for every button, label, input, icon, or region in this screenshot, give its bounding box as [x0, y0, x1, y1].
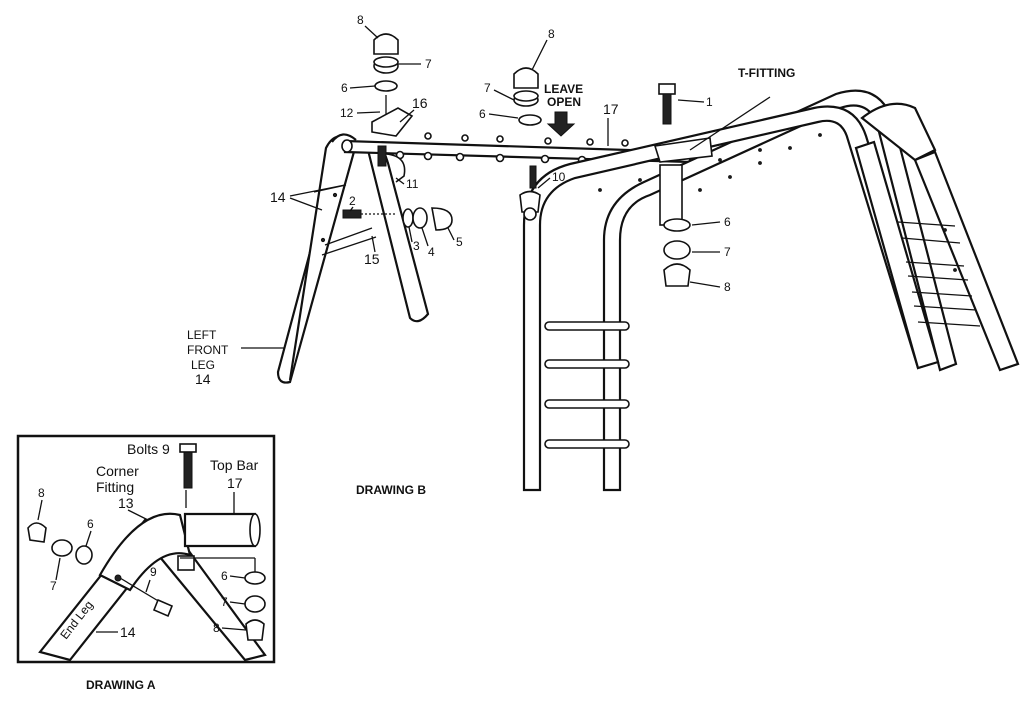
drawing-a-title: DRAWING A — [86, 678, 156, 692]
callout-11: 11 — [406, 177, 419, 191]
top-bar-label: Top Bar — [210, 457, 259, 473]
callout-16: 16 — [412, 95, 428, 111]
t-fitting-label: T-FITTING — [738, 66, 795, 80]
callout-a-9: 9 — [150, 565, 157, 579]
callout-8: 8 — [357, 13, 364, 27]
callout-a-6: 6 — [87, 517, 94, 531]
callout-6: 6 — [341, 81, 348, 95]
callout-6-right: 6 — [724, 215, 731, 229]
callout-12: 12 — [340, 106, 354, 120]
bolts-label: Bolts 9 — [127, 441, 170, 457]
callout-a-8: 8 — [38, 486, 45, 500]
callout-a-6-right: 6 — [221, 569, 228, 583]
right-fasteners — [658, 83, 691, 287]
callout-5: 5 — [456, 235, 463, 249]
drawing-b-callouts: 8 7 6 12 16 11 14 2 3 4 5 15 8 — [187, 13, 795, 497]
corner-fitting-number: 13 — [118, 495, 134, 511]
callout-10: 10 — [552, 170, 566, 184]
left-front-leg-line-4: 14 — [195, 371, 211, 387]
leave-open-label-2: OPEN — [547, 95, 581, 109]
t-fitting — [653, 96, 771, 226]
callout-a-7: 7 — [50, 579, 57, 593]
left-front-leg-line-1: LEFT — [187, 328, 217, 342]
middle-fasteners — [513, 67, 576, 221]
callout-15: 15 — [364, 251, 380, 267]
bolt-9-side — [114, 574, 174, 618]
left-front-leg-line-2: FRONT — [187, 343, 229, 357]
callout-a-14: 14 — [120, 624, 136, 640]
callout-8-right: 8 — [724, 280, 731, 294]
callout-2: 2 — [349, 194, 356, 208]
callout-8-middle: 8 — [548, 27, 555, 41]
callout-17: 17 — [603, 101, 619, 117]
frame-bolt-holes — [598, 133, 957, 272]
callout-a-7-right: 7 — [221, 595, 228, 609]
callout-1: 1 — [706, 95, 713, 109]
callout-14: 14 — [270, 189, 286, 205]
left-a-frame — [276, 133, 430, 384]
right-ladder-frame — [522, 89, 1020, 492]
corner-fitting-label-1: Corner — [96, 463, 139, 479]
callout-3: 3 — [413, 239, 420, 253]
corner-fitting-label-2: Fitting — [96, 479, 134, 495]
callout-7-middle: 7 — [484, 81, 491, 95]
leave-open-label-1: LEAVE — [544, 82, 583, 96]
left-end-fasteners — [342, 33, 453, 231]
left-front-leg-line-3: LEG — [191, 358, 215, 372]
callout-4: 4 — [428, 245, 435, 259]
callout-a-8-right: 8 — [213, 621, 220, 635]
drawing-b: 8 7 6 12 16 11 14 2 3 4 5 15 8 — [187, 13, 1020, 497]
drawing-b-title: DRAWING B — [356, 483, 426, 497]
callout-6-middle: 6 — [479, 107, 486, 121]
top-bar-number: 17 — [227, 475, 243, 491]
drawing-a: Bolts 9 Corner Fitting 13 Top Bar 17 8 6… — [16, 434, 276, 692]
callout-7: 7 — [425, 57, 432, 71]
callout-7-right: 7 — [724, 245, 731, 259]
